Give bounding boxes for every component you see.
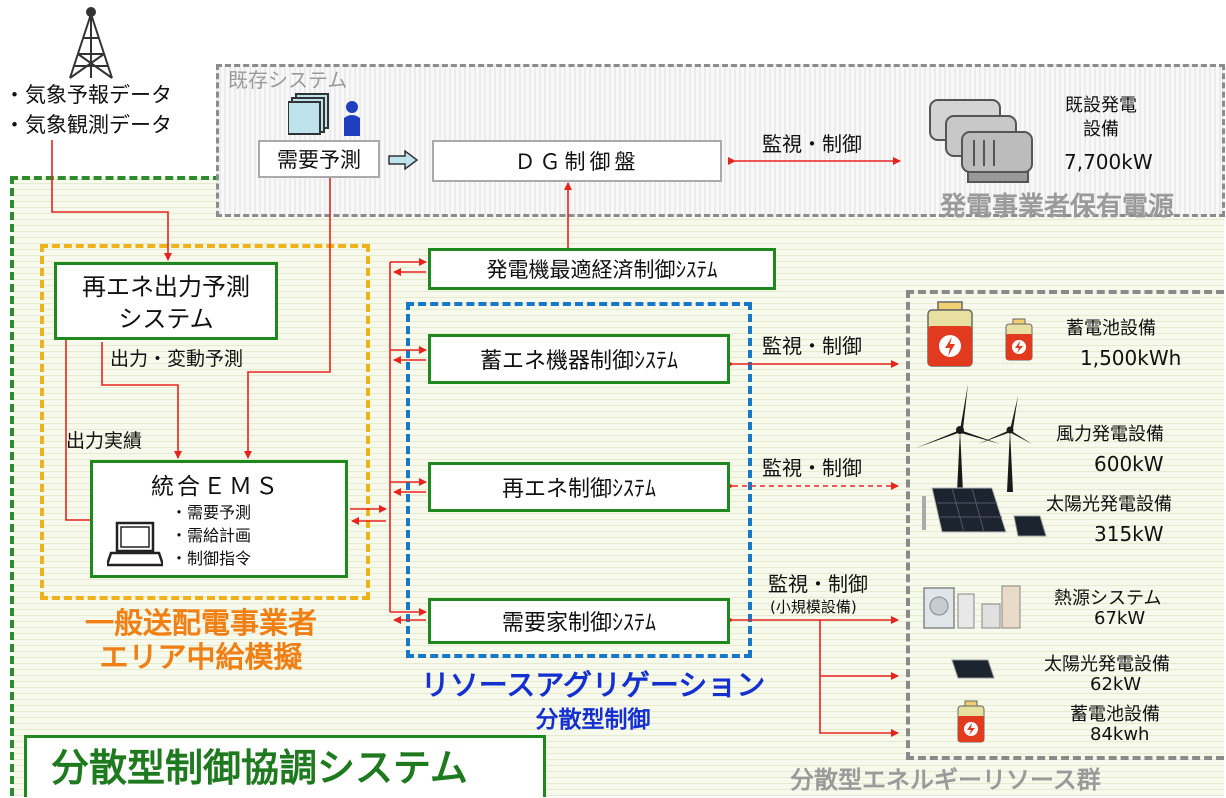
small-battery-capacity: 84kwh <box>1090 724 1150 745</box>
battery-icon <box>1005 318 1033 361</box>
resource-group-label: 分散型エネルギーリソース群 <box>790 766 1101 794</box>
battery-name: 蓄電池設備 <box>1066 318 1156 339</box>
battery-icon <box>957 700 985 743</box>
consumer-control-system-box: 需要家制御ｼｽﾃﾑ <box>428 598 730 644</box>
integrated-ems-title: 統合ＥＭＳ <box>151 474 281 500</box>
generator-optimization-system-box: 発電機最適経済制御ｼｽﾃﾑ <box>428 248 776 290</box>
dg-control-panel-label: ＤＧ制御盤 <box>514 150 640 174</box>
demand-forecast-label: 需要予測 <box>277 148 361 172</box>
solar-panel-icon <box>922 487 1047 537</box>
output-actual-label: 出力実績 <box>66 430 143 452</box>
generator-icon <box>929 99 1033 183</box>
renewable-monitor-control-label: 監視・制御 <box>762 456 862 480</box>
tso-area <box>40 244 370 600</box>
solar-capacity: 315kW <box>1094 522 1164 546</box>
heat-pump-icon <box>923 585 1021 629</box>
ems-item-control-command: ・制御指令 <box>171 549 252 568</box>
tso-label-line2: エリア中給模擬 <box>99 640 303 674</box>
arrow-right-icon <box>388 150 418 170</box>
person-icon <box>344 101 360 136</box>
solar-name: 太陽光発電設備 <box>1046 494 1172 515</box>
generator-optimization-label: 発電機最適経済制御ｼｽﾃﾑ <box>486 258 718 282</box>
ems-function-list: ・需要予測 ・需給計画 ・制御指令 <box>171 501 251 570</box>
existing-generator-title-1: 既設発電 <box>1065 95 1137 116</box>
antenna-tower-icon <box>69 7 113 79</box>
storage-monitor-control-label: 監視・制御 <box>762 334 862 358</box>
aggregation-label-line1: リソースアグリゲーション <box>420 668 766 702</box>
small-facility-note: (小規模設備) <box>770 598 857 616</box>
legacy-monitor-control-label: 監視・制御 <box>762 132 862 156</box>
renewable-forecast-line1: 再エネ出力予測 <box>82 273 250 301</box>
generation-owner-label: 発電事業者保有電源 <box>940 192 1175 222</box>
ems-item-supply-plan: ・需給計画 <box>171 526 252 545</box>
battery-capacity: 1,500kWh <box>1080 346 1182 370</box>
document-stack-icon <box>288 93 329 135</box>
wind-name: 風力発電設備 <box>1056 424 1164 445</box>
wind-turbine-icon <box>916 384 1032 492</box>
storage-control-label: 蓄エネ機器制御ｼｽﾃﾑ <box>479 349 678 374</box>
consumer-control-label: 需要家制御ｼｽﾃﾑ <box>501 611 656 636</box>
demand-forecast-box: 需要予測 <box>258 140 380 178</box>
small-solar-name: 太陽光発電設備 <box>1044 654 1170 675</box>
renewable-control-label: 再エネ制御ｼｽﾃﾑ <box>501 477 656 502</box>
heat-source-capacity: 67kW <box>1094 608 1146 629</box>
existing-generator-capacity: 7,700kW <box>1064 150 1153 174</box>
ems-item-demand-forecast: ・需要予測 <box>171 503 252 522</box>
storage-control-system-box: 蓄エネ機器制御ｼｽﾃﾑ <box>428 334 730 384</box>
output-fluctuation-label: 出力・変動予測 <box>110 348 244 370</box>
small-solar-capacity: 62kW <box>1090 674 1142 695</box>
tso-label: 一般送配電事業者 エリア中給模擬 <box>44 606 358 674</box>
renewable-forecast-system-box: 再エネ出力予測 システム <box>54 262 278 340</box>
wind-capacity: 600kW <box>1094 452 1164 476</box>
solar-panel-icon <box>951 659 995 679</box>
renewable-forecast-line2: システム <box>118 305 214 333</box>
small-battery-name: 蓄電池設備 <box>1070 704 1160 725</box>
main-title: 分散型制御協調システム <box>24 735 546 797</box>
renewable-control-system-box: 再エネ制御ｼｽﾃﾑ <box>428 462 730 512</box>
existing-generator-title-2: 設備 <box>1083 119 1119 140</box>
legacy-system-label: 既存システム <box>228 68 348 92</box>
heat-source-name: 熱源システム <box>1054 588 1162 609</box>
integrated-ems-box: 統合ＥＭＳ ・需要予測 ・需給計画 ・制御指令 <box>90 460 348 578</box>
aggregation-area <box>406 302 752 658</box>
resource-group-area <box>906 290 1224 760</box>
existing-generator-text: 既設発電 設備 <box>1046 94 1156 142</box>
computer-icon <box>107 521 163 567</box>
consumer-monitor-control-label: 監視・制御 <box>768 572 868 596</box>
tso-label-line1: 一般送配電事業者 <box>84 606 317 640</box>
aggregation-label-line2: 分散型制御 <box>535 707 651 733</box>
weather-data-list: ・気象予報データ ・気象観測データ <box>4 80 172 140</box>
dg-control-panel-box: ＤＧ制御盤 <box>432 140 722 182</box>
weather-observation-text: ・気象観測データ <box>4 113 172 137</box>
weather-forecast-text: ・気象予報データ <box>4 83 172 107</box>
battery-icon <box>927 301 973 367</box>
